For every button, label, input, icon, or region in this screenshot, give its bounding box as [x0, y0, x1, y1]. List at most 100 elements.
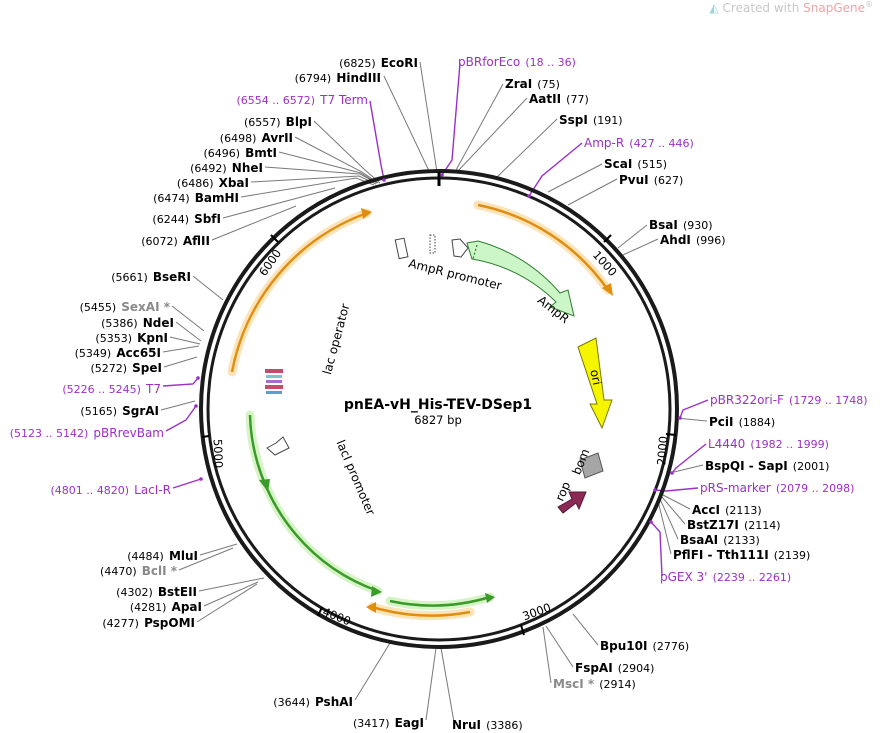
site-name: SspI	[559, 113, 588, 127]
primer-leader-pbrrevbam	[165, 405, 197, 432]
primer-pbr322ori-f[interactable]: pBR322ori-F (1729 .. 1748)	[678, 389, 868, 420]
site-pshai[interactable]: (3644) PshAI	[273, 691, 353, 710]
site-name: SexAI *	[121, 300, 170, 314]
site-label-scai: ScaI (515)	[604, 153, 667, 172]
site-bsteii[interactable]: (4302) BstEII	[116, 581, 197, 600]
site-label-blpi: (6557) BlpI	[244, 111, 312, 130]
site-bmti[interactable]: (6496) BmtI	[203, 142, 277, 161]
site-sgrai[interactable]: (5165) SgrAI	[80, 400, 159, 419]
site-ecori[interactable]: (6825) EcoRI	[339, 52, 418, 71]
site-leader-aflii	[211, 205, 297, 241]
primer-pbrrevbam[interactable]: (5123 .. 5142) pBRrevBam	[10, 404, 198, 441]
site-leader-fspai	[545, 625, 574, 668]
site-xbai[interactable]: (6486) XbaI	[177, 172, 249, 191]
primer-amp-r[interactable]: Amp-R (427 .. 446)	[527, 132, 694, 198]
site-label-bpu10i: Bpu10I (2776)	[600, 635, 689, 654]
orf-arc-lacI-small	[245, 410, 270, 489]
site-name: SpeI	[132, 361, 162, 375]
site-sexai[interactable]: (5455) SexAI *	[80, 296, 171, 315]
site-name: BclI *	[142, 564, 178, 578]
site-spei[interactable]: (5272) SpeI	[90, 357, 162, 376]
primer-leader-prs-marker	[654, 487, 699, 492]
site-name: HindIII	[336, 71, 381, 85]
primer-name: pBR322ori-F	[710, 393, 784, 407]
primer-range: (4801 .. 4820)	[51, 484, 130, 497]
primer-laci-r[interactable]: (4801 .. 4820) LacI-R	[51, 477, 203, 498]
site-bamhi[interactable]: (6474) BamHI	[153, 187, 239, 206]
site-bpu10i[interactable]: Bpu10I (2776)	[600, 635, 689, 654]
site-label-sgrai: (5165) SgrAI	[80, 400, 159, 419]
site-name: Bpu10I	[600, 639, 647, 653]
site-label-bsai: BsaI (930)	[649, 214, 713, 233]
site-ndei[interactable]: (5386) NdeI	[101, 312, 174, 331]
site-aatii[interactable]: AatII (77)	[529, 88, 589, 107]
watermark-brand: SnapGene	[803, 1, 865, 15]
primer-t7-term[interactable]: (6554 .. 6572) T7 Term	[236, 89, 386, 182]
site-bstz17i[interactable]: BstZ17I (2114)	[687, 514, 781, 533]
primer-range: (1729 .. 1748)	[789, 394, 868, 407]
site-label-ndei: (5386) NdeI	[101, 312, 174, 331]
site-label-nrui: NruI (3386)	[452, 714, 523, 733]
site-position: (2114)	[744, 519, 781, 532]
site-aflii[interactable]: (6072) AflII	[141, 230, 210, 249]
site-msci[interactable]: MscI * (2914)	[553, 673, 636, 692]
primer-t7[interactable]: (5226 .. 5245) T7	[62, 376, 200, 397]
site-pvui[interactable]: PvuI (627)	[619, 169, 683, 188]
site-leader-pflfi-tth111i	[657, 500, 672, 555]
site-name: BspQI - SapI	[705, 459, 788, 473]
primer-l4440[interactable]: L4440 (1982 .. 1999)	[670, 433, 829, 475]
site-fspai[interactable]: FspAI (2904)	[575, 657, 654, 676]
primer-site-marker	[196, 376, 200, 380]
site-sspi[interactable]: SspI (191)	[559, 109, 623, 128]
site-blpi[interactable]: (6557) BlpI	[244, 111, 312, 130]
site-name: BstEII	[158, 585, 197, 599]
site-label-sspi: SspI (191)	[559, 109, 623, 128]
site-bseri[interactable]: (5661) BseRI	[111, 266, 191, 285]
site-bsaai[interactable]: BsaAI (2133)	[680, 529, 760, 548]
site-ahdi[interactable]: AhdI (996)	[660, 229, 726, 248]
primer-pbrforeco[interactable]: pBRforEco (18 .. 36)	[440, 51, 576, 177]
site-label-pshai: (3644) PshAI	[273, 691, 353, 710]
site-name: BseRI	[153, 270, 191, 284]
site-position: (515)	[637, 158, 667, 171]
site-leader-bpu10i	[572, 613, 599, 646]
site-bcli[interactable]: (4470) BclI *	[100, 560, 178, 579]
site-acc65i[interactable]: (5349) Acc65I	[75, 342, 161, 361]
site-pspomi[interactable]: (4277) PspOMI	[102, 612, 195, 631]
site-leader-bsai	[617, 224, 648, 249]
site-nrui[interactable]: NruI (3386)	[452, 714, 523, 733]
ampr-promoter-box	[394, 237, 409, 260]
site-name: XbaI	[219, 176, 249, 190]
site-mlui[interactable]: (4484) MluI	[127, 545, 198, 564]
site-position: (2904)	[618, 662, 655, 675]
site-pcii[interactable]: PciI (1884)	[709, 411, 775, 430]
site-position: (3417)	[353, 717, 390, 730]
primer-range: (2079 .. 2098)	[776, 482, 855, 495]
ampr-promoter-hatch	[429, 234, 436, 254]
site-pflfi-tth111i[interactable]: PflFI - Tth111I (2139)	[673, 544, 810, 563]
primer-label-pbrrevbam: (5123 .. 5142) pBRrevBam	[10, 422, 164, 441]
primer-site-marker	[670, 471, 674, 475]
site-scai[interactable]: ScaI (515)	[604, 153, 667, 172]
primer-leader-l4440	[671, 443, 707, 474]
site-zrai[interactable]: ZraI (75)	[505, 73, 560, 92]
primer-name: Amp-R	[584, 136, 624, 150]
site-apai[interactable]: (4281) ApaI	[130, 596, 202, 615]
site-avrii[interactable]: (6498) AvrII	[220, 127, 293, 146]
site-kpni[interactable]: (5353) KpnI	[95, 327, 168, 346]
site-bspqi-sapi[interactable]: BspQI - SapI (2001)	[705, 455, 829, 474]
primer-site-marker	[194, 404, 198, 408]
site-label-acc65i: (5349) Acc65I	[75, 342, 161, 361]
primer-pgex-3[interactable]: pGEX 3' (2239 .. 2261)	[649, 520, 791, 585]
site-eagi[interactable]: (3417) EagI	[353, 712, 424, 731]
site-bsai[interactable]: BsaI (930)	[649, 214, 713, 233]
site-position: (2139)	[774, 549, 811, 562]
site-position: (930)	[683, 219, 713, 232]
site-label-spei: (5272) SpeI	[90, 357, 162, 376]
site-label-zrai: ZraI (75)	[505, 73, 560, 92]
site-acci[interactable]: AccI (2113)	[692, 499, 762, 518]
site-sbfi[interactable]: (6244) SbfI	[152, 208, 221, 227]
site-nhei[interactable]: (6492) NheI	[190, 157, 263, 176]
site-hindiii[interactable]: (6794) HindIII	[295, 67, 381, 86]
primer-prs-marker[interactable]: pRS-marker (2079 .. 2098)	[653, 477, 854, 496]
